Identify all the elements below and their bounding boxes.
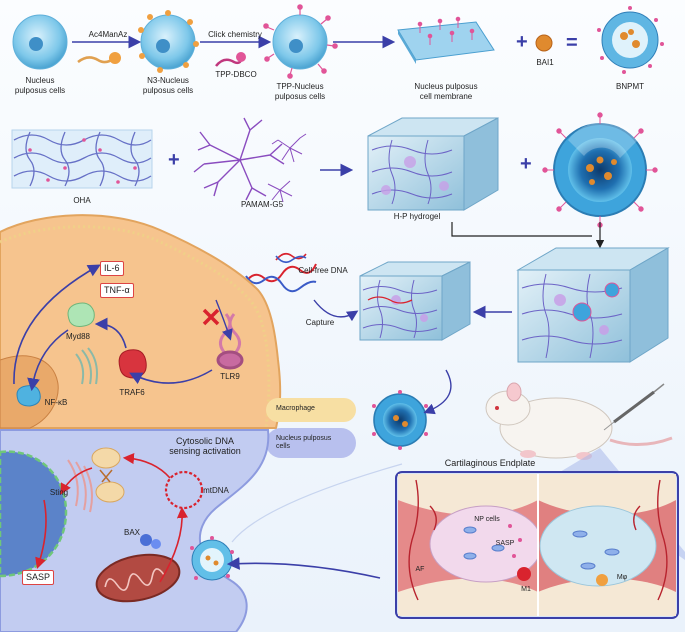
syringe-icon	[603, 383, 665, 431]
mouse	[485, 382, 673, 460]
arrow-dna-to-tlr9	[215, 299, 233, 341]
arrow-capture	[313, 299, 359, 322]
arrow-mito-mtdna	[159, 506, 189, 583]
myd88-protein	[67, 302, 95, 327]
m1-macrophage	[517, 567, 531, 581]
label-traf6: TRAF6	[119, 388, 145, 397]
cgas-complex	[91, 447, 125, 503]
mitochondrion	[95, 553, 181, 603]
label-np-pill: Nucleus pulposus cells	[276, 435, 332, 450]
golgi	[75, 347, 98, 385]
np-cell-pill	[266, 428, 356, 458]
nfkb-protein	[16, 385, 41, 407]
hp-hydrogel-cube	[367, 117, 499, 211]
il6-box: IL-6	[100, 261, 124, 276]
label-mtdna: mtDNA	[203, 486, 229, 495]
label-tlr9: TLR9	[220, 372, 240, 381]
block-x-icon	[202, 308, 220, 326]
label-bnpmt: BNPMT	[616, 82, 644, 91]
label-nfkb: NF-κB	[44, 398, 68, 407]
connector-left	[451, 222, 592, 237]
arrow-traf6-myd88	[94, 317, 127, 349]
tpp-np-cell	[263, 4, 338, 79]
label-pamam: PAMAM-G5	[240, 200, 284, 209]
label-cell-free-dna: Cell-free DNA	[298, 266, 348, 275]
arrow-nfkb-cytokines	[13, 264, 101, 385]
plus-sign-2: +	[168, 149, 180, 171]
np-cell-body	[0, 429, 270, 632]
label-macrophage: Macrophage	[276, 405, 315, 412]
label-ac4manaz: Ac4ManAz	[88, 30, 128, 39]
label-np-cells: Nucleus pulposus cells	[14, 76, 66, 95]
arrow-sting-sasp	[35, 499, 47, 570]
plus-sign: +	[516, 31, 528, 53]
label-m1: M1	[521, 586, 531, 593]
label-hp-hydrogel: H-P hydrogel	[393, 212, 441, 221]
bnpmt-vesicle-np	[190, 536, 234, 581]
label-myd88: Myd88	[65, 332, 90, 341]
arrow-endplate-to-np	[226, 557, 381, 579]
bnpmt-vesicle-large	[542, 112, 658, 228]
m-phi-cell	[596, 574, 608, 586]
macrophage-membrane	[0, 225, 271, 429]
label-sting: Sting	[49, 488, 69, 497]
arrow-to-vesicle	[423, 369, 452, 415]
label-membrane: Nucleus pulposus cell membrane	[414, 82, 478, 101]
traf6-protein	[118, 349, 147, 379]
label-oha: OHA	[73, 196, 91, 205]
plus-sign-3: +	[520, 153, 532, 175]
mtdna-circle	[164, 470, 204, 510]
macrophage-pill	[266, 398, 356, 422]
label-click-chemistry: Click chemistry	[208, 30, 262, 39]
label-n3-np-cells: N3-Nucleus pulposus cells	[142, 76, 194, 95]
tnf-box: TNF-α	[100, 283, 134, 298]
arrow-cgas-sting	[60, 467, 93, 495]
membrane-sheet	[397, 16, 495, 64]
vesicle-trail	[231, 463, 403, 543]
label-endplate: Cartilaginous Endplate	[444, 458, 536, 468]
label-ep-np-cells: NP cells	[474, 516, 500, 523]
label-mphi: Mφ	[616, 574, 628, 581]
label-tpp-np-cells: TPP-Nucleus pulposus cells	[274, 82, 326, 101]
np-cell-plain	[12, 14, 68, 70]
oha-network	[11, 129, 153, 189]
hydrogel-capture-cube	[359, 261, 471, 341]
n3-np-cell	[138, 10, 199, 73]
sugar-reagent	[77, 52, 121, 64]
pamam-dendrimer	[193, 117, 307, 203]
label-bax: BAX	[123, 528, 140, 537]
label-bai1: BAI1	[536, 58, 554, 67]
equals-sign: =	[566, 32, 578, 54]
label-cytosolic: Cytosolic DNA sensing activation	[169, 436, 241, 456]
arrow-tlr9-traf6	[129, 369, 213, 385]
label-tpp-dbco: TPP-DBCO	[215, 70, 257, 79]
label-ep-sasp: SASP	[495, 540, 515, 547]
arrow-myd88-nfkb	[27, 329, 69, 392]
hydrogel-merged-cube	[516, 247, 670, 363]
bnpmt-vesicle-top	[597, 6, 664, 74]
cell-free-dna	[245, 252, 317, 293]
sasp-box: SASP	[22, 570, 55, 585]
endplate-panel	[395, 471, 679, 619]
tpp-dbco-reagent	[215, 52, 246, 67]
label-af: AF	[415, 566, 425, 573]
arrow-mtdna-cgas	[122, 452, 171, 479]
bax-pore	[140, 534, 161, 549]
label-capture: Capture	[305, 318, 335, 327]
bai1-particle	[535, 34, 553, 52]
